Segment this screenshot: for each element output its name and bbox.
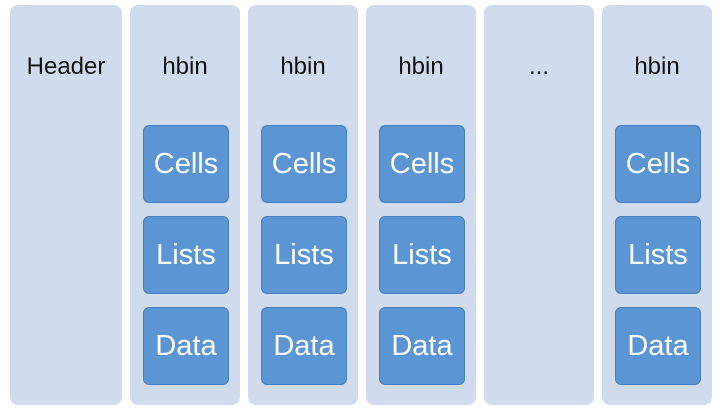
cells-box-1: Cells xyxy=(143,125,229,203)
data-box-2: Data xyxy=(261,307,347,385)
data-box-last: Data xyxy=(615,307,701,385)
header-column: Header xyxy=(10,5,122,405)
column-label-hbin-1: hbin xyxy=(162,53,208,80)
data-box-1: Data xyxy=(143,307,229,385)
hbin-column-1: hbin Cells Lists Data xyxy=(130,5,240,405)
cells-box-3: Cells xyxy=(379,125,465,203)
column-label-hbin-last: hbin xyxy=(634,53,680,80)
hbin-column-3: hbin Cells Lists Data xyxy=(366,5,476,405)
lists-box-3: Lists xyxy=(379,216,465,294)
column-label-header: Header xyxy=(26,53,106,80)
cells-box-last: Cells xyxy=(615,125,701,203)
column-label-ellipsis: ... xyxy=(528,53,549,80)
hbin-column-2: hbin Cells Lists Data xyxy=(248,5,358,405)
cells-box-2: Cells xyxy=(261,125,347,203)
column-label-hbin-2: hbin xyxy=(280,53,326,80)
lists-box-2: Lists xyxy=(261,216,347,294)
hbin-column-last: hbin Cells Lists Data xyxy=(602,5,712,405)
column-label-hbin-3: hbin xyxy=(398,53,444,80)
lists-box-1: Lists xyxy=(143,216,229,294)
data-box-3: Data xyxy=(379,307,465,385)
lists-box-last: Lists xyxy=(615,216,701,294)
ellipsis-column: ... xyxy=(484,5,594,405)
